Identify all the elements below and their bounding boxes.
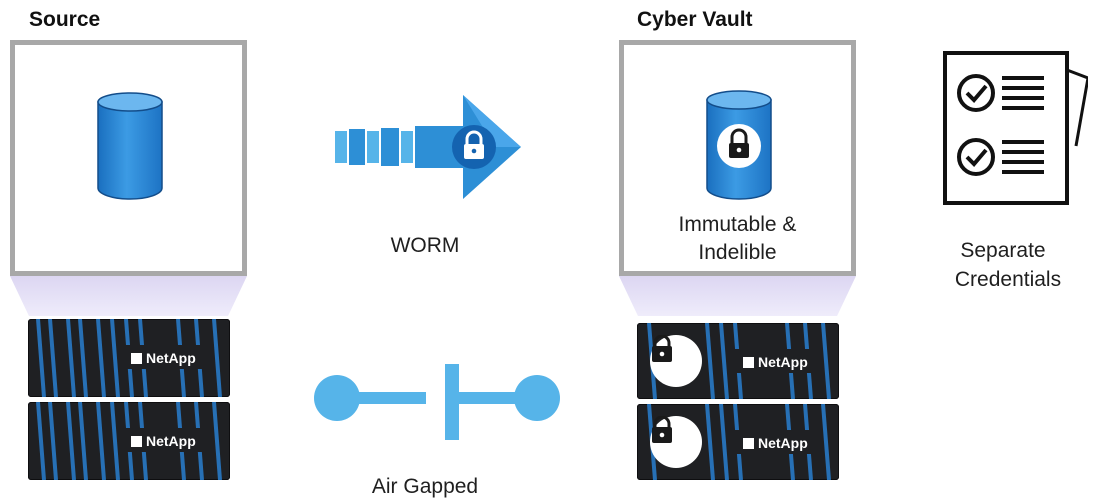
lock-icon <box>650 335 702 387</box>
netapp-logo: NetApp <box>131 350 196 366</box>
lock-icon <box>730 128 748 144</box>
lock-icon <box>650 416 702 468</box>
arrow-icon <box>335 95 521 199</box>
immutable-label-line1: Immutable & <box>678 213 797 236</box>
vault-title: Cyber Vault <box>637 8 753 31</box>
database-icon <box>97 92 163 200</box>
immutable-label-line2: Indelible <box>698 241 777 264</box>
source-title: Source <box>29 8 101 31</box>
brand-label: NetApp <box>758 435 808 451</box>
vault-box: Immutable & Indelible <box>619 40 856 276</box>
source-projection <box>10 276 247 316</box>
netapp-logo: NetApp <box>743 354 808 370</box>
netapp-logo: NetApp <box>131 433 196 449</box>
database-icon <box>706 90 772 200</box>
credentials-label-line1: Separate <box>960 239 1046 262</box>
brand-label: NetApp <box>146 433 196 449</box>
brand-label: NetApp <box>758 354 808 370</box>
worm-label: WORM <box>390 234 460 257</box>
checklist-icon <box>943 51 1088 205</box>
vault-projection <box>619 276 856 316</box>
source-rack-2: NetApp <box>28 402 230 480</box>
vault-rack-1: NetApp <box>637 323 839 399</box>
air-gapped-label: Air Gapped <box>371 475 479 498</box>
source-rack-1: NetApp <box>28 319 230 397</box>
credentials-label-line2: Credentials <box>954 268 1062 291</box>
air-gap-icon <box>314 364 560 440</box>
netapp-logo: NetApp <box>743 435 808 451</box>
source-box <box>10 40 247 276</box>
vault-rack-2: NetApp <box>637 404 839 480</box>
brand-label: NetApp <box>146 350 196 366</box>
